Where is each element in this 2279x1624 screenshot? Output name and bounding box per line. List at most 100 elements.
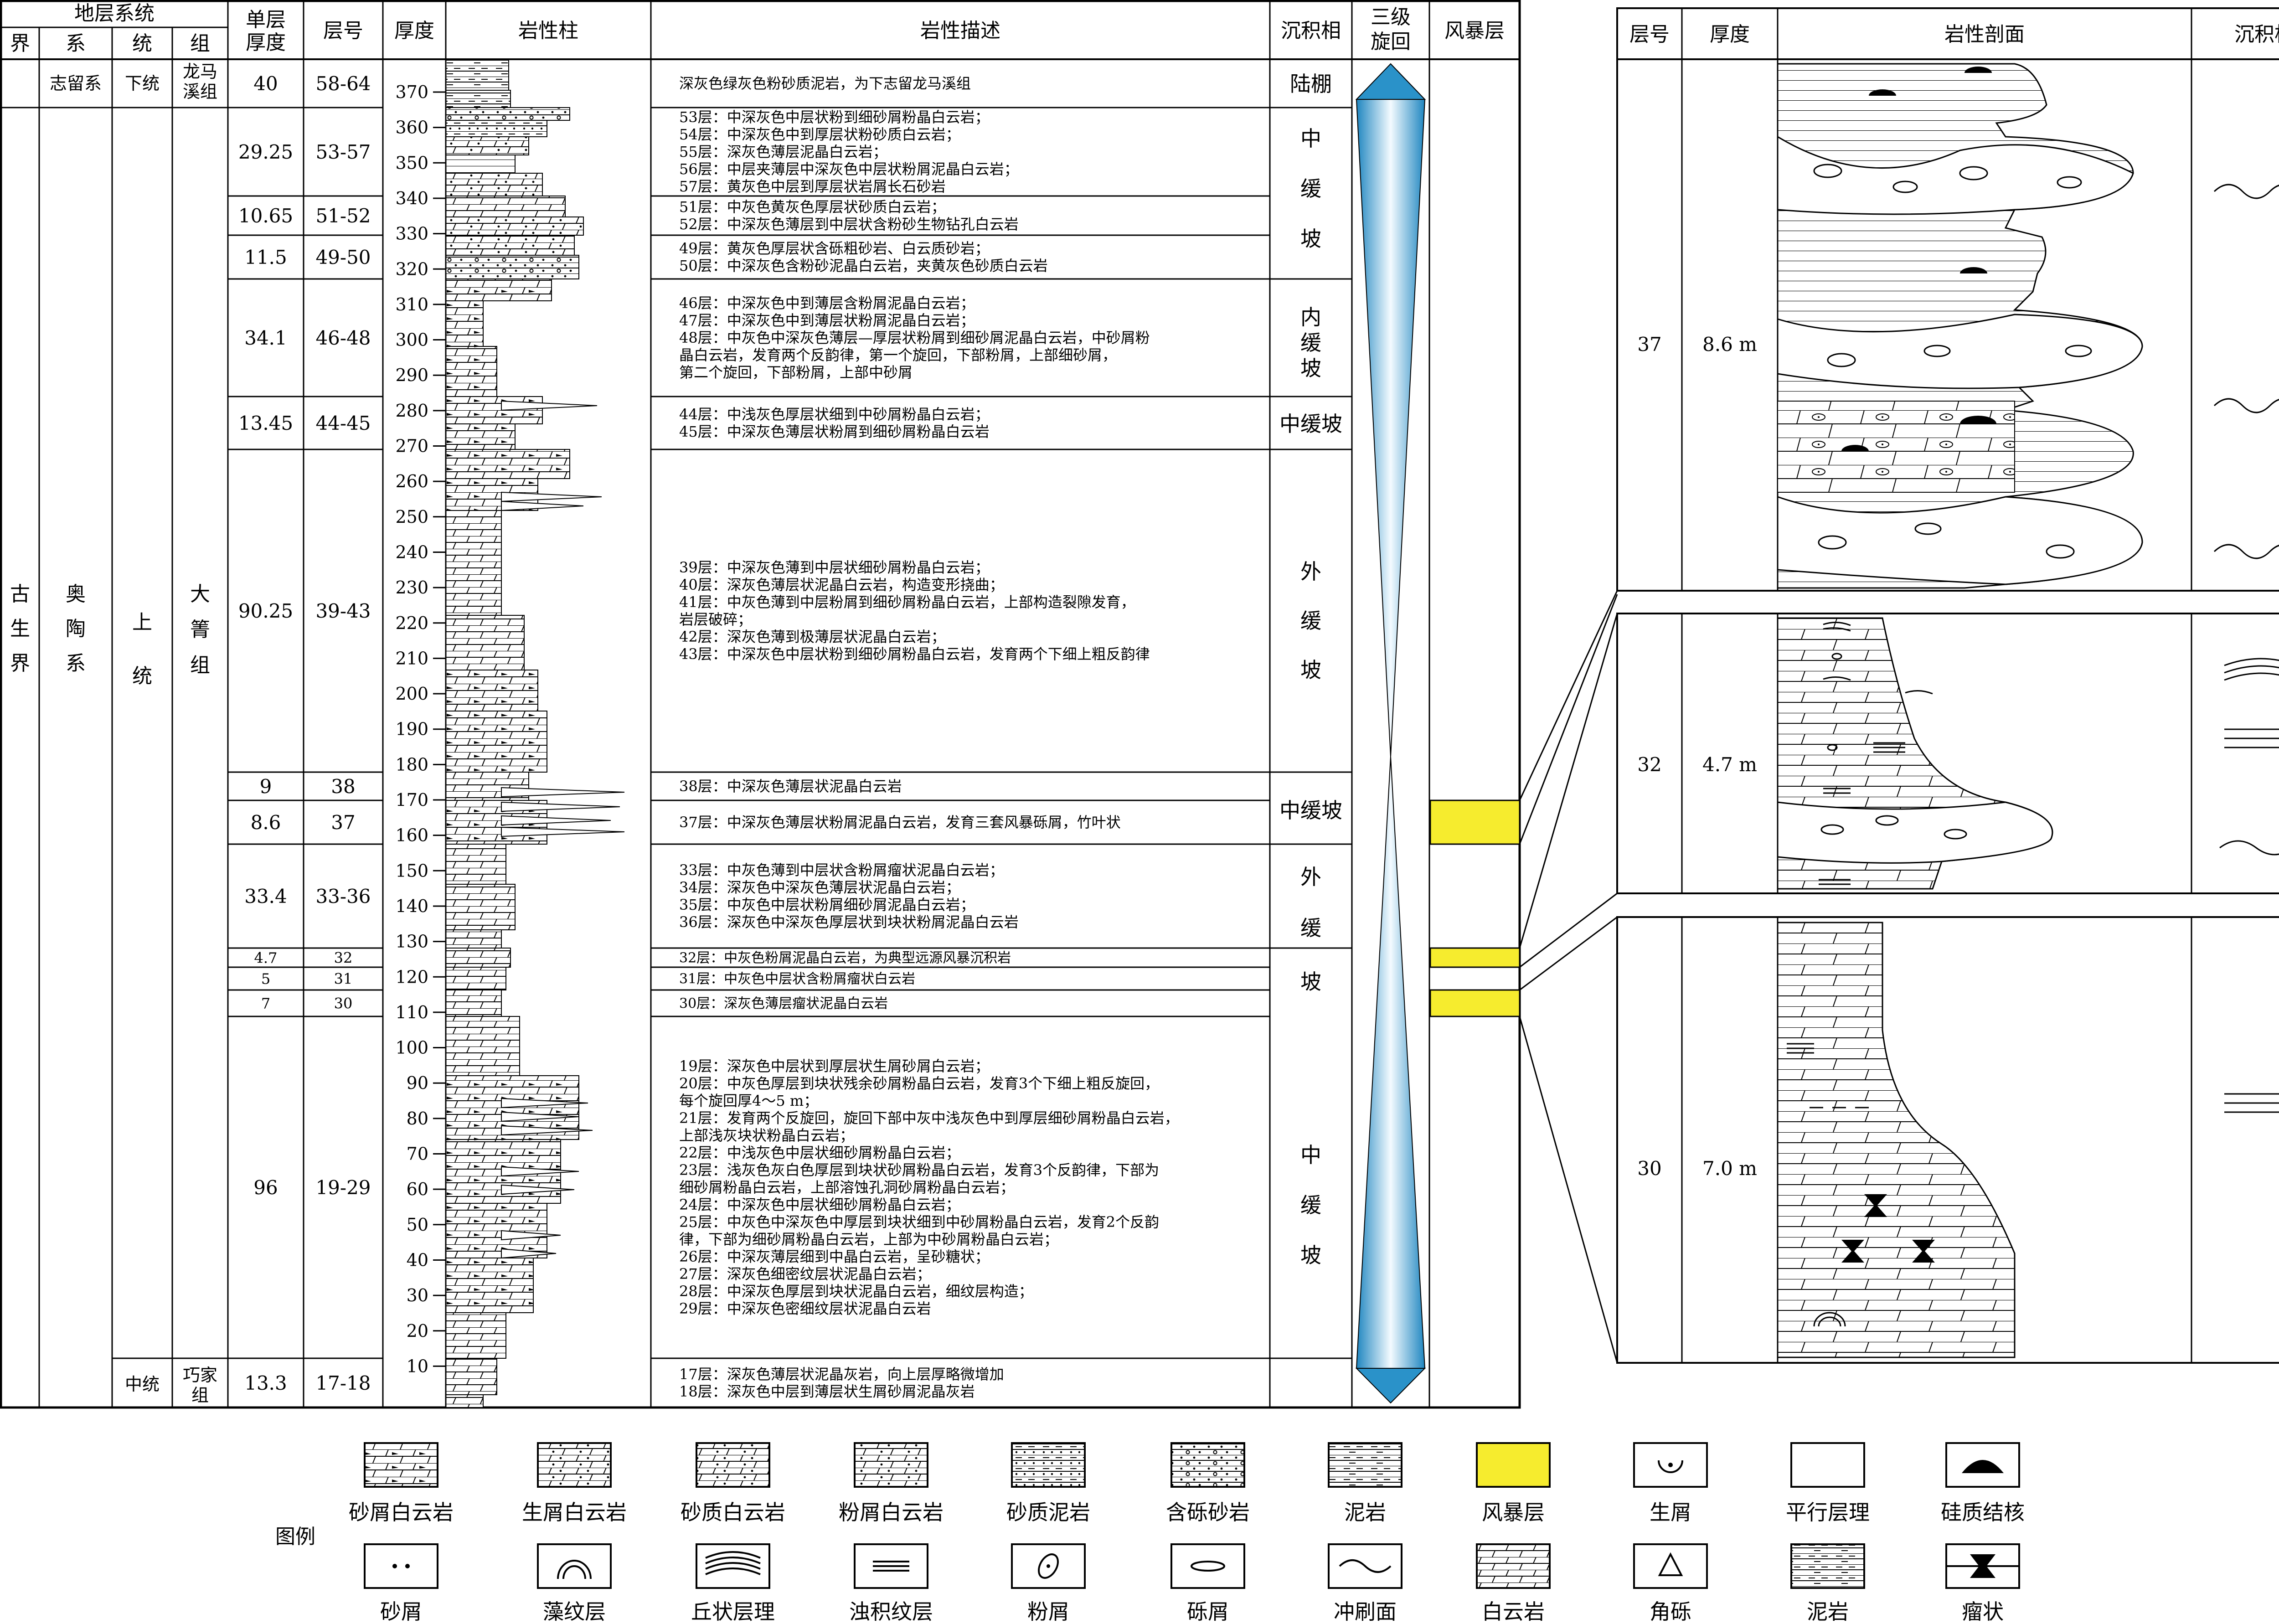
detail-panel-37: 37 8.6 m — [1616, 58, 2279, 592]
legend-item: 泥岩 — [1328, 1442, 1402, 1525]
depth-tick-label: 30 — [407, 1285, 428, 1305]
depth-tick-label: 80 — [407, 1108, 428, 1129]
lithology-bed — [445, 1358, 497, 1395]
legend-item: 冲刷面 — [1328, 1543, 1402, 1624]
facies-label: 坡 — [1300, 658, 1321, 682]
description-line: 41层：中灰色薄到中层粉屑到细砂屑粉晶白云岩，上部构造裂隙发育， — [679, 593, 1135, 611]
description-line: 50层：中深灰色含粉砂泥晶白云岩，夹黄灰色砂质白云岩 — [679, 257, 1048, 274]
lithology-bed — [445, 990, 502, 1017]
cycle-regressive-wedge — [1356, 99, 1426, 757]
description-line: 每个旋回厚4～5 m； — [679, 1092, 818, 1109]
facies-label: 中 — [1300, 1143, 1321, 1167]
storm-layers — [1429, 799, 1521, 1017]
facies-label: 缓 — [1300, 916, 1321, 940]
zu-longmaxi-2: 溪组 — [183, 82, 217, 102]
sand-clast-wedge — [501, 801, 620, 812]
layer-number-value: 53-57 — [315, 141, 371, 163]
legend-item: 泥岩 — [1790, 1543, 1865, 1624]
legend-item: 生屑 — [1633, 1442, 1708, 1525]
description-line: 上部浅灰块状粉晶白云岩； — [679, 1127, 854, 1144]
header-layer-no: 层号 — [323, 19, 363, 42]
description-line: 29层：中深灰色密细纹层状泥晶白云岩 — [679, 1300, 931, 1317]
facies-label: 陆棚 — [1290, 72, 1332, 96]
legend-item: 砂质白云岩 — [681, 1442, 785, 1525]
unit-thickness-value: 13.45 — [238, 412, 293, 434]
depth-tick-label: 320 — [395, 259, 428, 279]
description-line: 22层：中浅灰色中层状细砂屑粉晶白云岩； — [679, 1144, 960, 1161]
detail-panel-30: 30 7.0 m — [1616, 916, 2279, 1364]
unit-thickness-value: 4.7 — [254, 949, 278, 967]
legend-item: 粉屑白云岩 — [839, 1442, 944, 1525]
tong-upper-1: 上 — [132, 611, 152, 634]
lithology-bed — [445, 1258, 534, 1313]
layer-number-value: 49-50 — [315, 246, 371, 268]
xi-ordovician-3: 系 — [66, 652, 86, 675]
legend-label: 砂质泥岩 — [1006, 1500, 1090, 1525]
layer-number-value: 38 — [331, 775, 355, 798]
legend-item: 砂屑白云岩 — [349, 1442, 454, 1525]
legend-label: 粉屑白云岩 — [839, 1500, 944, 1525]
lithology-bed — [445, 155, 516, 174]
legend-item: 生屑白云岩 — [522, 1442, 627, 1525]
legend-label: 生屑白云岩 — [522, 1500, 627, 1525]
facies-label: 缓 — [1300, 608, 1321, 633]
depth-tick-label: 260 — [395, 471, 428, 491]
layer-number-value: 19-29 — [315, 1176, 371, 1199]
panel-32-layer: 32 — [1637, 753, 1661, 776]
zu-qiaojia-1: 巧家 — [183, 1365, 217, 1385]
header-lithology-column: 岩性柱 — [518, 19, 578, 42]
detail-header-thickness: 厚度 — [1710, 23, 1750, 46]
layer-number-value: 33-36 — [315, 885, 371, 907]
header-unit-thickness-2: 厚度 — [246, 31, 286, 54]
depth-tick-label: 10 — [407, 1356, 428, 1376]
legend-item: 砂质泥岩 — [1006, 1442, 1090, 1525]
description-line: 31层：中灰色中层状含粉屑瘤状白云岩 — [679, 971, 915, 987]
zu-daqing-3: 组 — [190, 654, 210, 677]
description-line: 53层：中深灰色中层状粉到细砂屑粉晶白云岩； — [679, 108, 990, 126]
depth-tick-label: 90 — [407, 1073, 428, 1093]
legend-item: 浊积纹层 — [849, 1543, 933, 1624]
depth-tick-label: 140 — [395, 896, 428, 916]
description-line: 56层：中层夹薄层中深灰色中层状粉屑泥晶白云岩； — [679, 160, 1019, 178]
depth-tick-label: 240 — [395, 542, 428, 562]
depth-tick-label: 310 — [395, 294, 428, 314]
depth-tick-label: 100 — [395, 1038, 428, 1058]
lithology-bed — [445, 136, 529, 155]
depth-tick-label: 130 — [395, 932, 428, 952]
description-line: 52层：中深灰色薄层到中层状含粉砂生物钻孔白云岩 — [679, 216, 1019, 233]
lithology-bed — [445, 670, 538, 711]
lithology-bed — [445, 948, 511, 968]
lithology-bed — [445, 1394, 484, 1408]
header-jie: 界 — [10, 32, 30, 55]
lithology-bed — [445, 844, 506, 885]
unit-thickness-value: 29.25 — [238, 141, 293, 163]
legend-label: 砂质白云岩 — [681, 1500, 785, 1525]
description-line: 57层：黄灰色中层到厚层状岩屑长石砂岩 — [679, 178, 946, 195]
legend-label: 丘状层理 — [691, 1599, 775, 1622]
facies-label: 中缓坡 — [1279, 798, 1342, 823]
depth-tick-label: 220 — [395, 613, 428, 633]
table-header: 地层系统 界 系 统 组 单层 厚度 层号 厚度 岩性柱 岩性描述 沉积相 三级… — [10, 2, 1505, 55]
lithology-bed — [445, 711, 547, 773]
description-line: 48层：中灰色中深灰色薄层—厚层状粉屑到细砂屑泥晶白云岩，中砂屑粉 — [679, 329, 1150, 346]
layer-number-value: 32 — [334, 949, 353, 967]
depth-tick-label: 170 — [395, 790, 428, 810]
sand-clast-wedge — [501, 826, 625, 837]
panel-37-storm-lens-3 — [1777, 495, 2143, 585]
depth-tick-label: 250 — [395, 507, 428, 527]
depth-tick-label: 60 — [407, 1179, 428, 1199]
facies-label: 外 — [1300, 865, 1321, 889]
unit-thickness-value: 34.1 — [244, 327, 287, 349]
header-storm-layer: 风暴层 — [1444, 19, 1505, 42]
description-line: 55层：深灰色薄层泥晶白云岩； — [679, 143, 887, 160]
legend-label: 冲刷面 — [1334, 1599, 1397, 1622]
lithology-bed — [445, 278, 552, 301]
layer-number-value: 44-45 — [315, 412, 371, 434]
header-cycle-2: 旋回 — [1371, 30, 1411, 53]
